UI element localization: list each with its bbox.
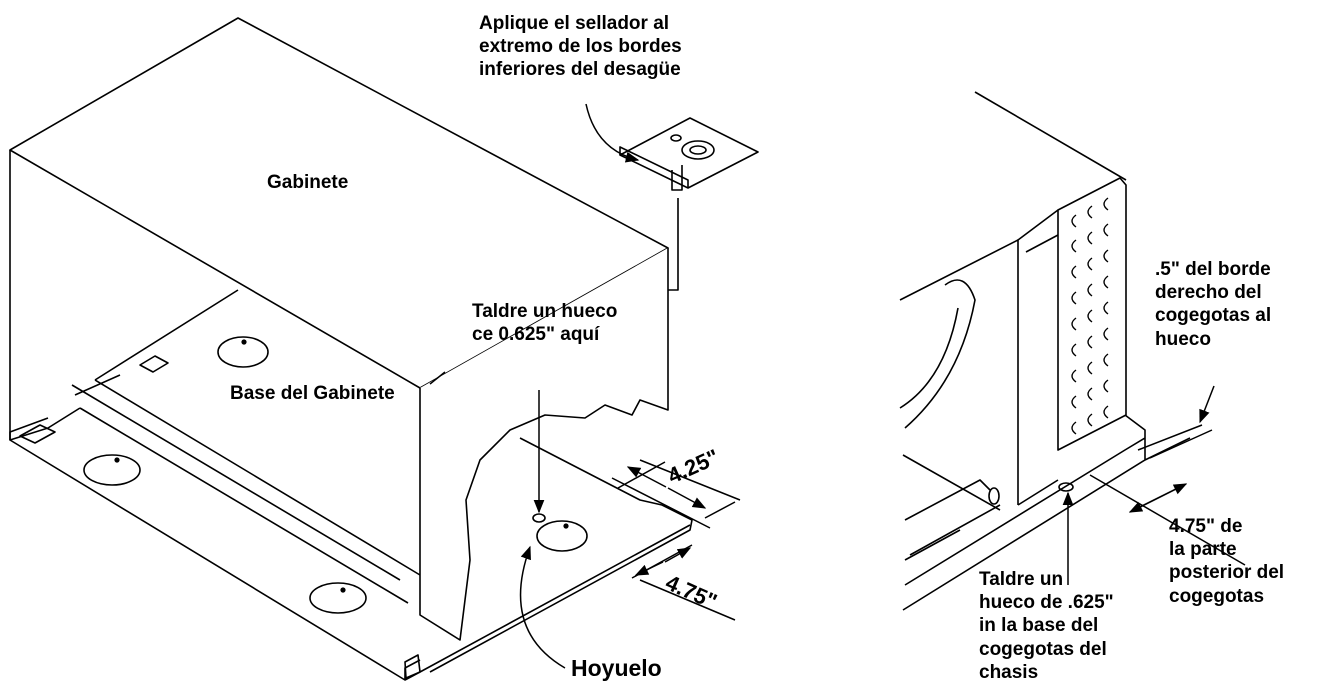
edge-distance-label: .5" del borde derecho del cogegotas al h… — [1155, 259, 1272, 350]
rear-distance-label: 4.75" de la parte posterior del cogegota… — [1169, 516, 1285, 607]
drain-plate — [619, 117, 759, 189]
cabinet-drawing — [9, 17, 759, 681]
sealant-instruction: Aplique el sellador al extremo de los bo… — [479, 13, 682, 81]
sealant-leader — [585, 103, 640, 163]
base-hole — [309, 582, 367, 614]
base-slot — [404, 654, 421, 679]
base-hole — [83, 454, 141, 486]
drain-spout — [671, 165, 683, 191]
edge-leader — [1199, 385, 1215, 424]
chassis-drawing — [899, 91, 1191, 611]
dimension-lower: 4.75" — [662, 570, 721, 614]
base-hole — [217, 336, 269, 368]
base-slot — [139, 355, 169, 373]
coil-fins — [1071, 197, 1109, 435]
base-leader — [429, 371, 446, 385]
base-rail — [71, 379, 421, 604]
drill-instruction-right: Taldre un hueco de .625" in la base del … — [979, 569, 1114, 683]
dimple-hole — [536, 520, 588, 552]
cabinet-base-label: Base del Gabinete — [230, 383, 395, 404]
drill-instruction-left: Taldre un hueco ce 0.625" aquí — [472, 301, 618, 346]
cabinet-label: Gabinete — [267, 172, 349, 193]
drain-pan — [902, 414, 1191, 611]
leaders-left — [429, 103, 741, 669]
leaders-right — [1062, 385, 1246, 585]
cabinet-left-side — [9, 150, 49, 441]
cabinet-front — [419, 248, 669, 641]
dimple-label: Hoyuelo — [571, 655, 662, 681]
drain-pan-hole — [1058, 482, 1074, 492]
base-slot — [19, 424, 56, 444]
coil-frame — [1057, 177, 1127, 451]
drill-hole — [532, 513, 546, 523]
dimple-leader — [519, 545, 566, 669]
cabinet-base-outline — [9, 417, 421, 681]
fan — [904, 279, 976, 429]
